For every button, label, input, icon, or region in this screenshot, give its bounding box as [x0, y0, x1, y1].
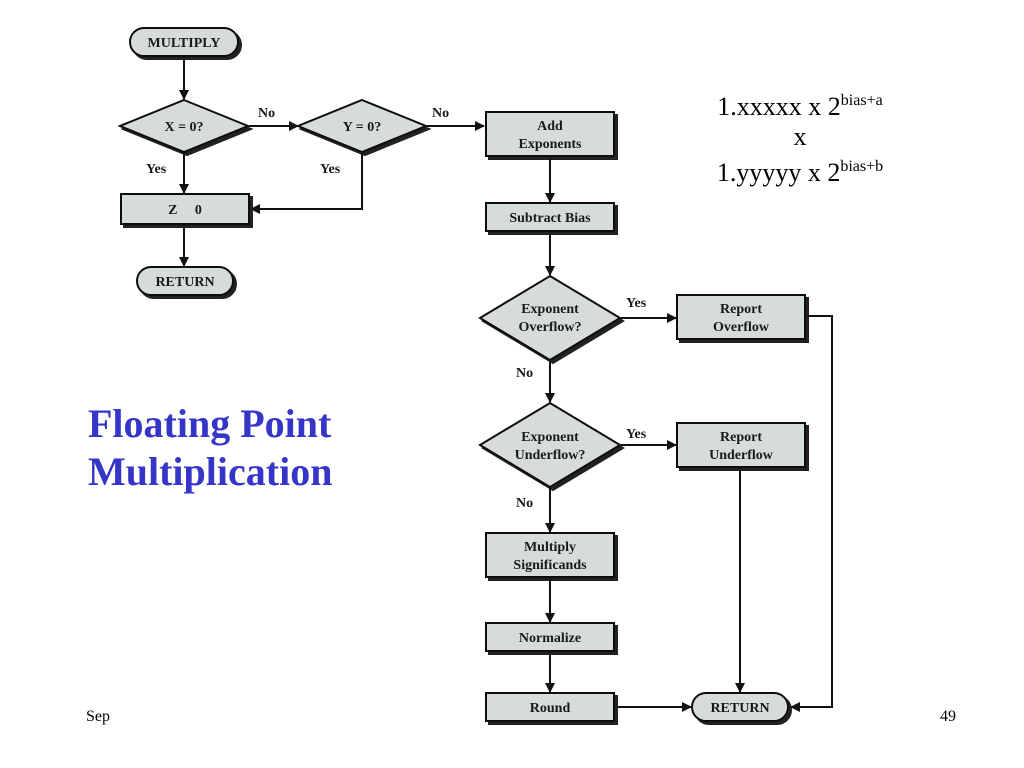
report-overflow-label-1: Report: [720, 302, 762, 317]
multiply-significands-node: [485, 532, 615, 578]
overflow-no-label: No: [516, 366, 533, 381]
multiply-node: [129, 27, 239, 57]
y-no-edge-label: No: [432, 106, 449, 121]
y-zero-text: Y = 0?: [343, 120, 382, 135]
exponent-underflow-decision: [478, 401, 622, 489]
round-node: [485, 692, 615, 722]
overflow-yes-label: Yes: [626, 296, 647, 311]
formula-line-3-exponent: bias+b: [840, 158, 884, 175]
z-zero-label: Z 0: [168, 203, 202, 218]
return-top-label: RETURN: [155, 275, 214, 290]
x-zero-decision: [117, 98, 251, 154]
formula-line-3: 1.yyyyy x 2bias+b: [700, 152, 900, 188]
normalize-label: Normalize: [519, 631, 581, 646]
report-underflow-label-1: Report: [720, 430, 762, 445]
slide-title: Floating Point Multiplication: [88, 400, 332, 496]
exponent-overflow-label-2: Overflow?: [519, 320, 582, 335]
add-exponents-node: [485, 111, 615, 157]
exponent-overflow-decision: [478, 274, 622, 362]
slide-title-line-2: Multiplication: [88, 449, 333, 494]
exponent-underflow-label-2: Underflow?: [515, 448, 586, 463]
subtract-bias-label: Subtract Bias: [509, 211, 591, 226]
subtract-bias-node: [485, 202, 615, 232]
add-exponents-label-2: Exponents: [518, 137, 582, 152]
return-top-node: [136, 266, 234, 296]
formula-line-3-base: 1.yyyyy x 2: [716, 158, 841, 187]
page-number: 49: [940, 708, 956, 725]
y-zero-decision: [295, 98, 429, 154]
add-exponents-label-1: Add: [537, 119, 563, 134]
multiply-significands-label-1: Multiply: [524, 540, 576, 555]
report-underflow-node: [676, 422, 806, 468]
formula-line-1-base: 1.xxxxx x 2: [717, 92, 841, 121]
y-yes-label: Yes: [320, 162, 341, 177]
return-bottom-label: RETURN: [710, 701, 769, 716]
formula-line-1: 1.xxxxx x 2bias+a: [700, 86, 900, 122]
round-label: Round: [530, 701, 571, 716]
normalize-node: [485, 622, 615, 652]
multiply-significands-label-2: Significands: [513, 558, 587, 573]
x-no-label: No: [258, 106, 275, 121]
exponent-underflow-label-1: Exponent: [521, 430, 579, 445]
footer-date: Sep: [86, 708, 110, 725]
underflow-no-label: No: [516, 496, 533, 511]
edge-y-z: [250, 153, 363, 214]
x-yes-label: Yes: [146, 162, 167, 177]
return-bottom-node: [691, 692, 789, 722]
report-overflow-node: [676, 294, 806, 340]
report-overflow-label-2: Overflow: [713, 320, 770, 335]
exponent-formula: 1.xxxxx x 2bias+a x 1.yyyyy x 2bias+b: [700, 86, 900, 188]
x-zero-label: X = 0?: [164, 120, 203, 135]
multiply-label: MULTIPLY: [148, 36, 221, 51]
formula-line-1-exponent: bias+a: [840, 92, 883, 109]
underflow-yes-label: Yes: [626, 427, 647, 442]
slide-title-line-1: Floating Point: [88, 401, 332, 446]
report-underflow-label-2: Underflow: [709, 448, 774, 463]
z-zero-node: [120, 193, 250, 225]
exponent-overflow-label-1: Exponent: [521, 302, 579, 317]
formula-line-2: x: [793, 122, 807, 151]
edge-overflow-return: [790, 315, 833, 712]
